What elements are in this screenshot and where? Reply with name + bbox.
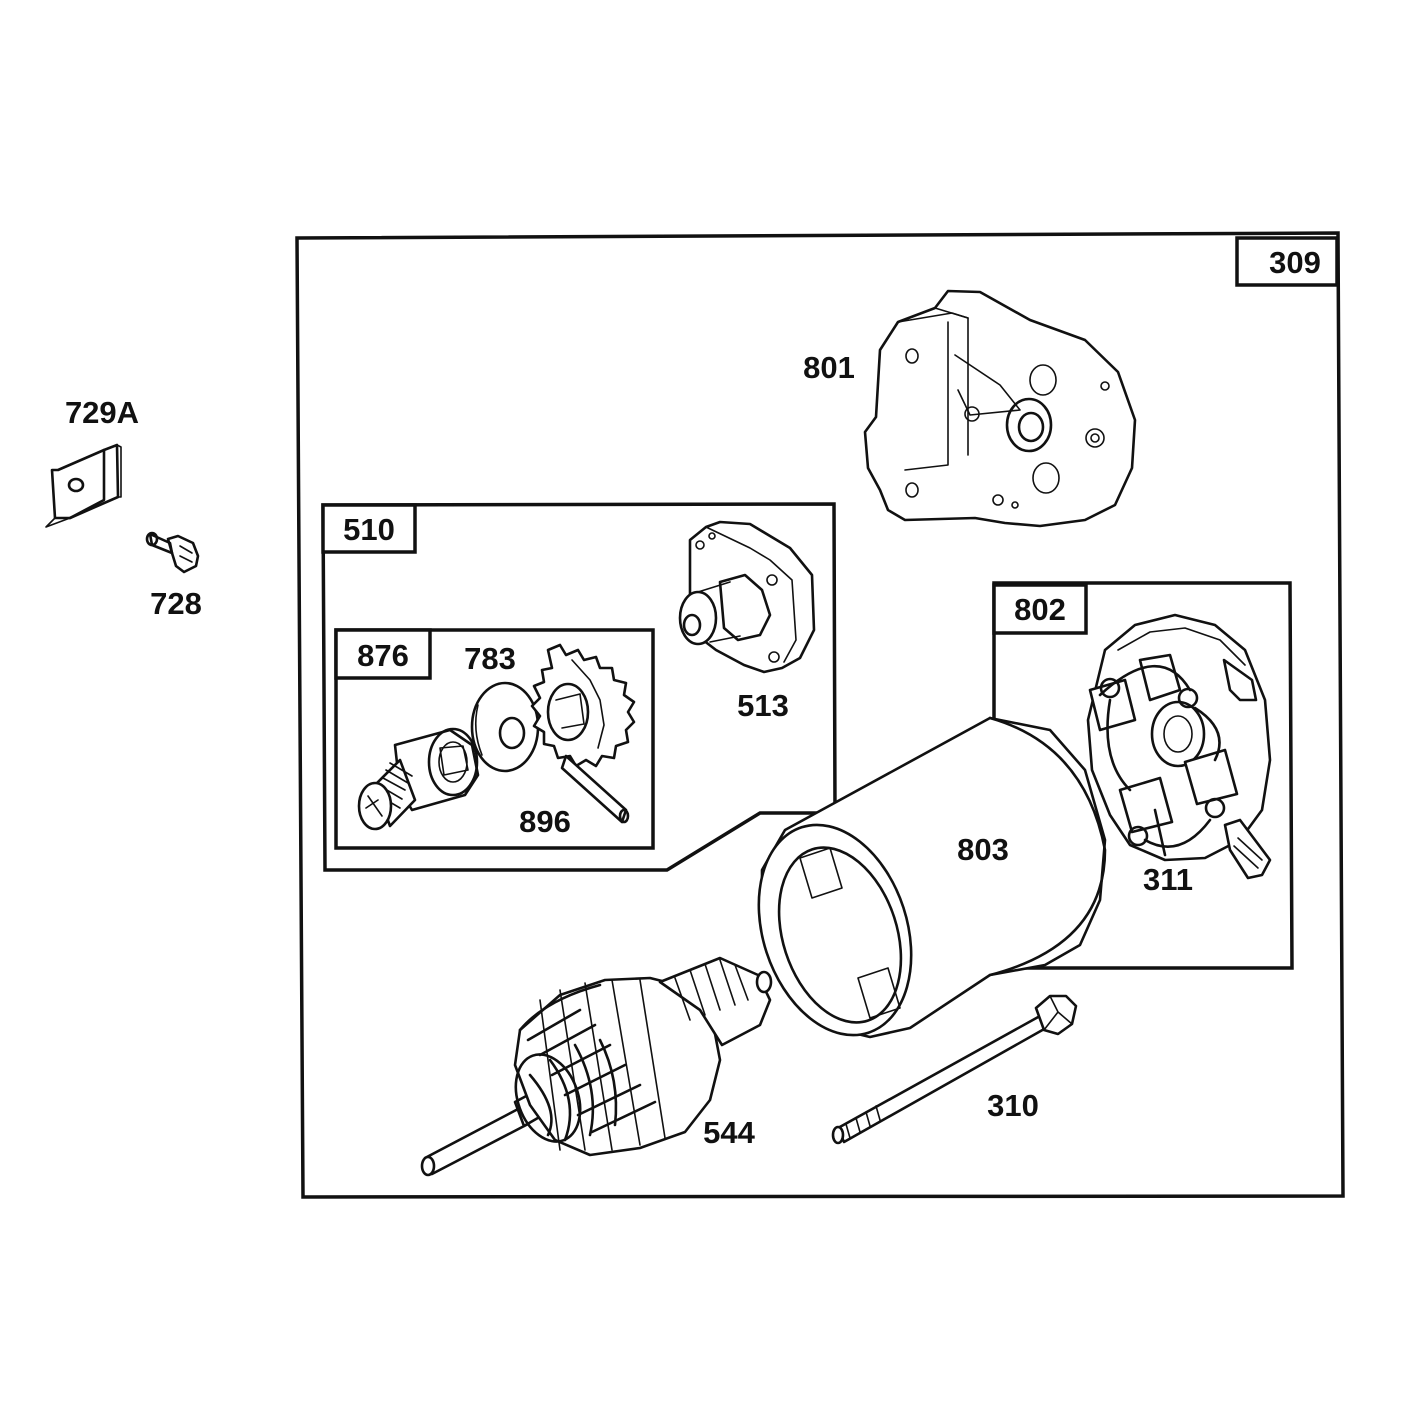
drive-housing-part	[678, 520, 816, 674]
armature-part	[420, 956, 773, 1177]
drive-kit-tag-box	[321, 503, 417, 554]
brush-kit-frame: 802	[992, 581, 1294, 970]
bracket-part	[45, 443, 122, 528]
brush-kit-tag-box	[992, 583, 1088, 635]
end-cap-part	[863, 289, 1137, 528]
assembly-tag-box	[1235, 236, 1339, 287]
screw-label: 728	[150, 586, 202, 621]
pin-label: 896	[519, 804, 571, 839]
drive-frame: 876	[334, 628, 655, 850]
bracket-label: 729A	[65, 395, 139, 430]
brush-kit-label: 802	[1014, 592, 1066, 627]
pin-part	[560, 754, 630, 824]
brush-leader-line	[1153, 808, 1167, 857]
brush-label: 311	[1143, 862, 1193, 897]
washer-part	[470, 681, 540, 773]
assembly-label: 309	[1269, 245, 1321, 280]
housing-label: 803	[957, 832, 1009, 867]
pinion-gear-part	[530, 643, 636, 768]
drive-label: 876	[357, 638, 409, 673]
drive-tag-box	[334, 628, 432, 680]
end-cap-label: 801	[803, 350, 855, 385]
gear-label: 783	[464, 641, 516, 676]
drive-kit-label: 510	[343, 512, 395, 547]
brush-plate-part	[1086, 613, 1272, 880]
armature-label: 544	[703, 1115, 755, 1150]
screw-part	[145, 531, 200, 574]
housing-part	[757, 716, 1107, 1039]
through-bolt-part	[831, 994, 1078, 1145]
drive-housing-label: 513	[737, 688, 789, 723]
assembly-frame: 309	[295, 231, 1345, 1199]
through-bolt-label: 310	[987, 1088, 1039, 1123]
drive-kit-frame: 510	[321, 502, 837, 872]
drive-clutch-part	[357, 727, 480, 831]
